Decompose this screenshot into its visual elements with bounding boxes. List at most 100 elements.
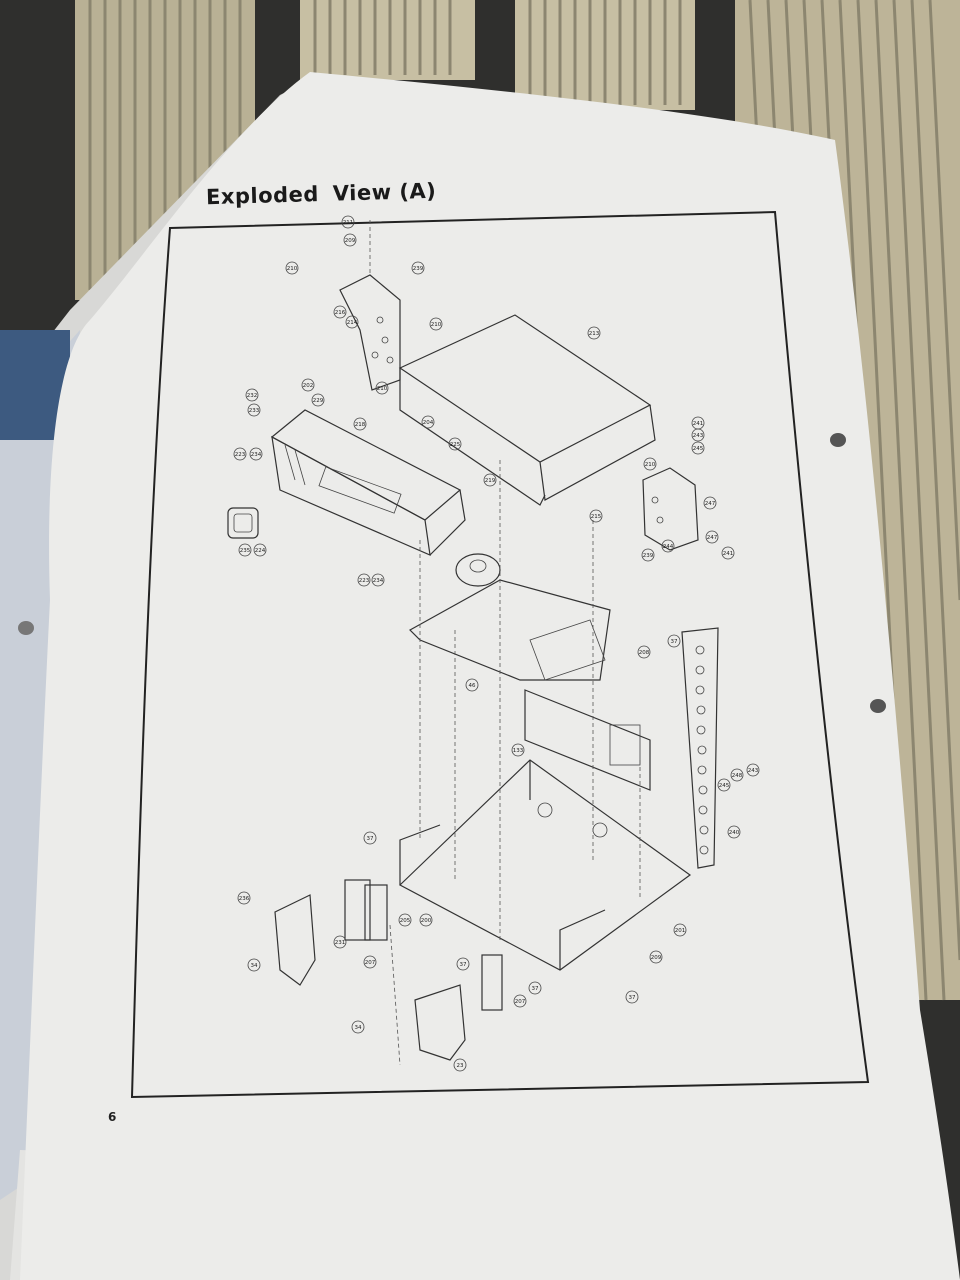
callout: 214: [345, 315, 359, 329]
knob: [227, 507, 259, 539]
svg-text:34: 34: [251, 963, 258, 969]
callout: 241: [691, 416, 705, 430]
svg-text:244: 244: [663, 544, 674, 550]
right-lower-bracket: [414, 954, 503, 1061]
svg-text:37: 37: [460, 962, 467, 968]
svg-text:224: 224: [255, 548, 266, 554]
callout: 202: [301, 378, 315, 392]
svg-text:204: 204: [423, 420, 434, 426]
svg-text:214: 214: [347, 320, 358, 326]
chassis: [398, 759, 692, 971]
right-bracket: [642, 467, 699, 551]
svg-text:236: 236: [239, 896, 250, 902]
svg-text:248: 248: [732, 773, 743, 779]
svg-text:208: 208: [639, 650, 650, 656]
callout: 247: [705, 530, 719, 544]
svg-text:247: 247: [707, 535, 718, 541]
diagram-frame: [130, 210, 870, 1099]
callout: 46: [465, 678, 479, 692]
page-number: 6: [108, 1110, 117, 1124]
svg-text:234: 234: [251, 452, 262, 458]
svg-text:234: 234: [373, 578, 384, 584]
svg-text:235: 235: [240, 548, 251, 554]
callout: 239: [641, 548, 655, 562]
callout: 235: [238, 543, 252, 557]
callout: 34: [247, 958, 261, 972]
svg-text:245: 245: [693, 446, 704, 452]
callout: 211: [341, 215, 355, 229]
callout: 223: [233, 447, 247, 461]
svg-text:202: 202: [303, 383, 314, 389]
callout: 247: [703, 496, 717, 510]
svg-text:46: 46: [469, 683, 476, 689]
callout: 224: [253, 543, 267, 557]
svg-text:37: 37: [367, 836, 374, 842]
callout: 233: [247, 403, 261, 417]
callout: 244: [661, 539, 675, 553]
callout: 209: [649, 950, 663, 964]
callout: 208: [637, 645, 651, 659]
callout: 232: [245, 388, 259, 402]
callout: 213: [587, 326, 601, 340]
svg-text:210: 210: [377, 386, 388, 392]
callout: 234: [249, 447, 263, 461]
svg-text:225: 225: [450, 442, 461, 448]
svg-text:201: 201: [675, 928, 686, 934]
callout: 243: [691, 428, 705, 442]
callout: 239: [411, 261, 425, 275]
binder-hole: [830, 433, 846, 447]
svg-text:239: 239: [413, 266, 424, 272]
callout: 234: [371, 573, 385, 587]
svg-text:223: 223: [235, 452, 246, 458]
callout: 209: [343, 233, 357, 247]
callout: 204: [421, 415, 435, 429]
top-cover: [398, 314, 656, 506]
svg-text:133: 133: [513, 748, 524, 754]
callout: 248: [730, 768, 744, 782]
circuit-board: [524, 689, 651, 791]
svg-text:243: 243: [693, 433, 704, 439]
callout: 210: [375, 381, 389, 395]
callout: 245: [717, 778, 731, 792]
callout: 210: [285, 261, 299, 275]
callout: 225: [448, 437, 462, 451]
svg-text:229: 229: [313, 398, 324, 404]
svg-text:34: 34: [355, 1025, 362, 1031]
svg-text:232: 232: [247, 393, 258, 399]
svg-text:233: 233: [249, 408, 260, 414]
svg-text:209: 209: [651, 955, 662, 961]
svg-text:219: 219: [485, 478, 496, 484]
callout: 236: [237, 891, 251, 905]
svg-text:210: 210: [431, 322, 442, 328]
svg-text:245: 245: [719, 783, 730, 789]
svg-text:218: 218: [355, 422, 366, 428]
callout: 240: [727, 825, 741, 839]
svg-text:241: 241: [693, 421, 704, 427]
svg-text:243: 243: [748, 768, 759, 774]
callout: 216: [333, 305, 347, 319]
svg-text:239: 239: [643, 553, 654, 559]
assembly-lines: [389, 460, 641, 1066]
callout: 241: [721, 546, 735, 560]
svg-text:240: 240: [729, 830, 740, 836]
svg-text:209: 209: [345, 238, 356, 244]
callout: 210: [643, 457, 657, 471]
svg-text:200: 200: [421, 918, 432, 924]
svg-text:231: 231: [335, 940, 346, 946]
callout: 200: [419, 913, 433, 927]
svg-text:213: 213: [589, 331, 600, 337]
callout: 37: [456, 957, 470, 971]
svg-text:241: 241: [723, 551, 734, 557]
callout: 219: [483, 473, 497, 487]
callout: 231: [333, 935, 347, 949]
svg-text:210: 210: [287, 266, 298, 272]
callout: 210: [429, 317, 443, 331]
svg-text:37: 37: [629, 995, 636, 1001]
svg-text:210: 210: [645, 462, 656, 468]
callout-labels: 211 209 210 239 216 214 210 213 210 232 …: [233, 215, 760, 1072]
svg-text:223: 223: [359, 578, 370, 584]
terminal-strip: [681, 627, 719, 869]
callout: 218: [353, 417, 367, 431]
